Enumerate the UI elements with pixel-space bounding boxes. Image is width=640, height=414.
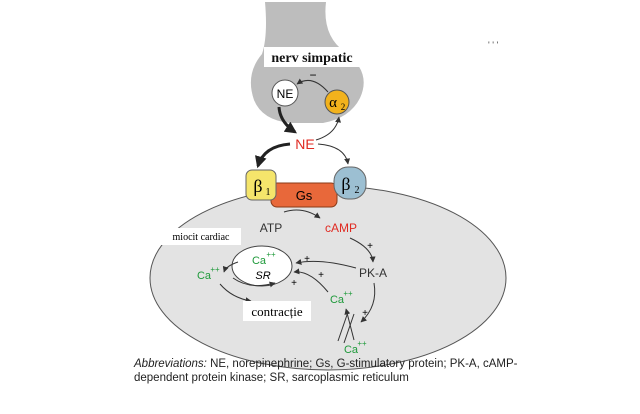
pka-sr-sign: + [304,254,310,265]
nerve-label-box [264,47,360,67]
beta1-symbol: β [253,176,262,196]
caption-text: NE, norepinephrine; Gs, G-stimulatory pr… [134,358,518,384]
camp-pka-sign: + [367,241,373,252]
calcium-to-contraction-arrow [219,283,252,304]
sr-label: SR [255,270,270,282]
beta1-subscript: 1 [266,187,271,198]
cell-label: miocit cardiac [173,232,230,243]
beta1-receptor [245,169,277,201]
contraction-box [243,301,311,321]
atp-label: ATP [260,221,282,235]
extracellular-calcium-charge: ++ [357,339,367,348]
cytosolic-calcium: Ca [197,270,212,282]
cytosolic-calcium-charge: ++ [210,265,220,274]
caption-label: Abbreviations: [134,358,207,370]
influx-sr-sign: + [318,270,324,281]
influx-calcium-charge: ++ [343,289,353,298]
ne-to-beta1-arrow [255,142,291,169]
ne-to-alpha2-arrow [315,116,342,141]
nerve-label: nerv simpatic [271,51,352,66]
channel-wall-right [343,313,355,344]
influx-calcium: Ca [330,294,345,306]
pka-channel-sign: + [362,308,368,319]
pka-label: PK-A [359,266,387,280]
beta2-subscript: 2 [355,185,360,196]
ne-vesicle [271,79,299,107]
channel-wall-left [337,311,349,342]
pka-to-channel-arrow [360,282,376,323]
sr-calcium-charge: ++ [266,250,276,259]
sr-release-arrow [222,261,239,273]
cell-label-box [161,228,241,245]
ne-vesicle-label: NE [277,87,294,101]
alpha2-receptor [324,89,350,115]
atp-to-camp-arrow [283,209,321,219]
pka-to-sr-arrow [295,258,357,269]
gs-label: Gs [296,188,313,203]
influx-to-sr-arrow [293,268,329,293]
alpha2-inhibition-sign: − [309,68,316,82]
beta2-symbol: β [341,174,350,194]
extracellular-calcium: Ca [344,344,359,356]
calcium-influx-arrow [344,308,355,341]
alpha2-inhibition-arrow [296,78,329,93]
sr-uptake-arrow [232,277,276,288]
beta2-receptor [333,166,367,200]
sr-calcium: Ca [252,255,267,267]
camp-label: cAMP [325,221,357,235]
contraction-label: contracție [251,304,302,319]
released-ne: NE [295,136,314,152]
alpha2-symbol: α [329,95,337,111]
ne-to-beta2-arrow [317,143,351,165]
camp-to-pka-arrow [349,237,376,263]
ne-release-arrow [277,106,297,134]
top-mark: ' ' ' [488,40,498,50]
sarcoplasmic-reticulum [231,245,293,287]
alpha2-subscript: 2 [341,102,346,112]
abbreviations-caption: Abbreviations: NE, norepinephrine; Gs, G… [134,357,554,385]
uptake-sign: + [291,278,297,289]
